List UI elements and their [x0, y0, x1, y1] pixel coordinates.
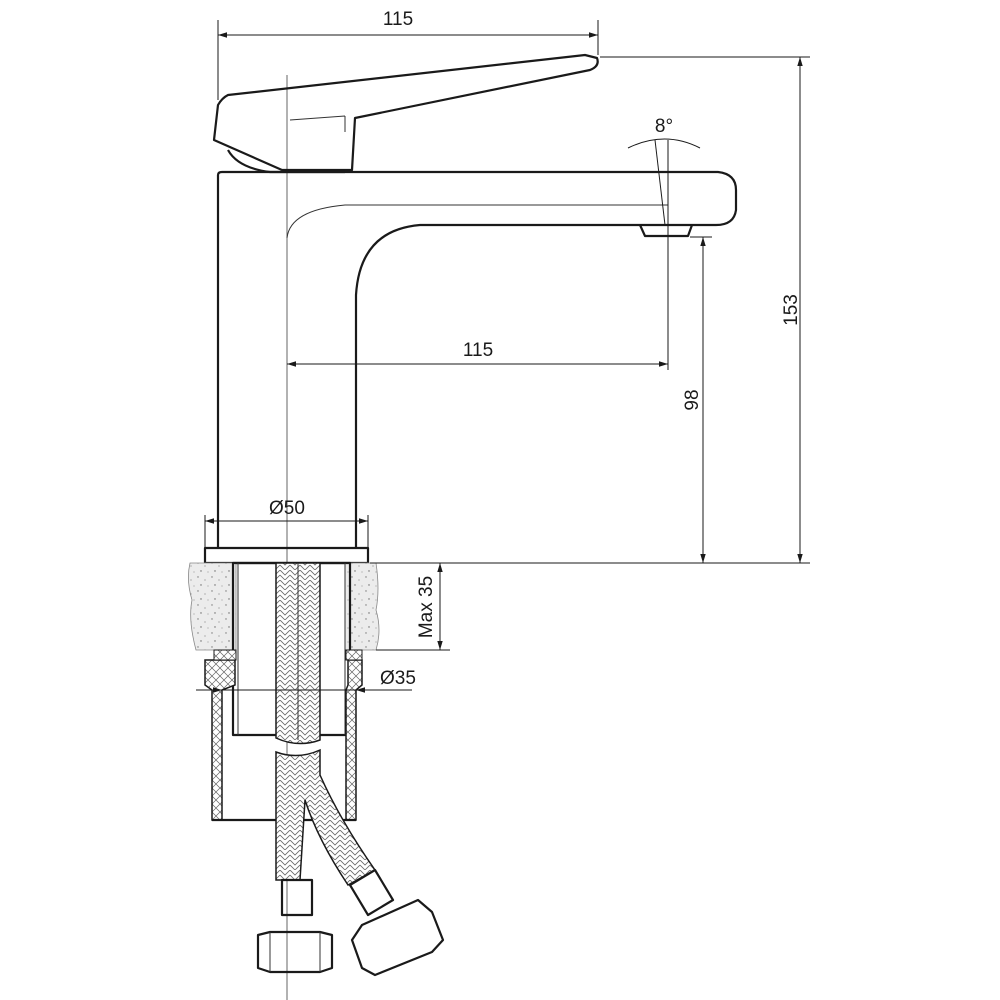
dim-handle-length: 115 [383, 9, 413, 30]
hose-fitting-right [348, 868, 395, 917]
lever-handle [212, 53, 599, 174]
dim-total-height: 153 [781, 294, 802, 326]
dimension-lines [196, 20, 810, 693]
countertop-left [188, 562, 237, 651]
dim-spout-height: 98 [682, 389, 703, 410]
hex-nut-left [256, 930, 334, 974]
hose-fitting-left [280, 878, 314, 917]
dim-hole-diameter: Ø35 [380, 668, 416, 689]
dim-spout-reach: 115 [463, 340, 493, 361]
flexible-hoses [256, 562, 445, 977]
base-plate [203, 546, 370, 565]
fixing-nut [204, 649, 363, 822]
aerator [638, 224, 694, 238]
dim-spout-tilt: 8° [655, 116, 673, 137]
dim-base-diameter: Ø50 [269, 498, 305, 519]
dim-max-thickness: Max 35 [416, 576, 437, 638]
faucet-body [216, 170, 738, 548]
hex-nut-right [350, 898, 445, 977]
countertop-right [344, 562, 380, 651]
